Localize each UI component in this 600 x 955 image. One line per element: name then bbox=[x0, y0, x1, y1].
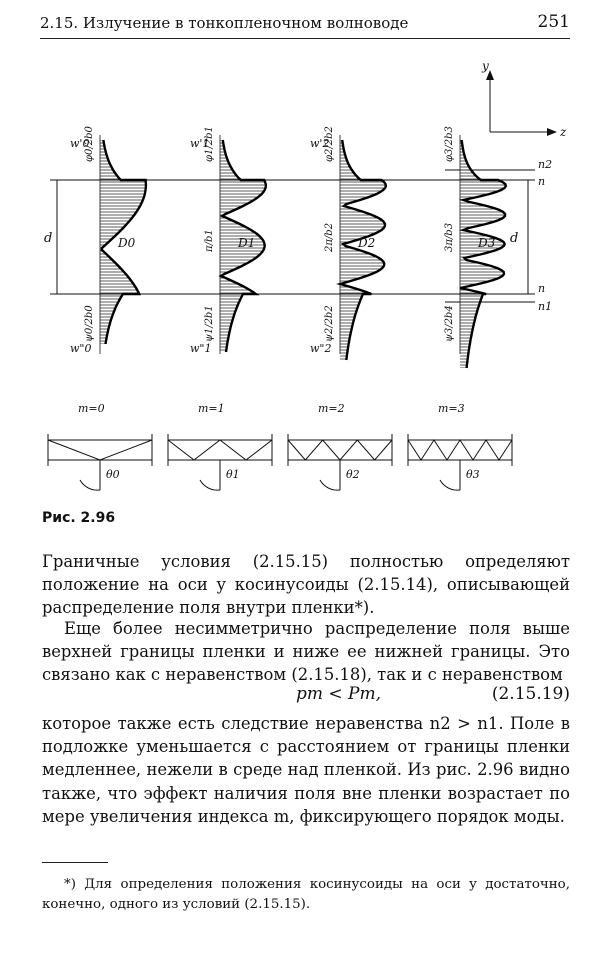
mode-profiles-diagram: y z n2 n n n1 d d φ0/2b0 ψ0/2b0 D0 w'0 w"0 m=0 θ0 φ1/2b… bbox=[44, 59, 567, 491]
y-axis-label: y bbox=[481, 59, 489, 73]
mode-3-D-label: D3 bbox=[477, 236, 496, 250]
mode-2-phase-bot-label: ψ2/2b2 bbox=[324, 305, 335, 342]
mode-0-phase-bot-label: ψ0/2b0 bbox=[84, 305, 95, 342]
mode-0-angle-arc bbox=[79, 479, 101, 491]
mode-1-w-bot-label: w"1 bbox=[190, 342, 211, 355]
mode-3-hatch bbox=[460, 140, 506, 368]
mode-2-phase-top-label: φ2/2b2 bbox=[324, 126, 335, 162]
equation-number: (2.15.19) bbox=[491, 684, 570, 704]
n-label: n bbox=[538, 175, 545, 188]
equation-2-15-19: pm < Pm, (2.15.19) bbox=[42, 684, 570, 710]
footnote: *) Для определения положения косинусоиды… bbox=[42, 877, 570, 912]
mode-1-ray bbox=[167, 439, 273, 461]
paragraph-3: которое также есть следствие неравенства… bbox=[42, 714, 570, 826]
mode-1-m-label: m=1 bbox=[198, 402, 225, 415]
mode-0-w-top-label: w'0 bbox=[70, 137, 89, 150]
mode-1-angle-arc bbox=[199, 479, 221, 491]
n2-label: n2 bbox=[538, 158, 552, 171]
n-label-bottom: n bbox=[538, 282, 545, 295]
mode-0-theta-label: θ0 bbox=[106, 468, 120, 481]
page-number: 251 bbox=[537, 12, 570, 32]
footnote-rule bbox=[42, 862, 108, 863]
mode-0-group: φ0/2b0 ψ0/2b0 bbox=[47, 126, 153, 491]
mode-3-phase-mid-label: 3π/b3 bbox=[444, 223, 455, 252]
thickness-d-label: d bbox=[510, 231, 518, 246]
mode-3-theta-label: θ3 bbox=[466, 468, 480, 481]
mode-1-hatch bbox=[220, 140, 266, 352]
mode-0-m-label: m=0 bbox=[78, 402, 105, 415]
mode-1-phase-top-label: φ1/2b1 bbox=[204, 126, 215, 162]
mode-1-theta-label: θ1 bbox=[226, 468, 240, 481]
page-header: 2.15. Излучение в тонкопленочном волново… bbox=[40, 12, 570, 39]
mode-2-D-label: D2 bbox=[357, 236, 375, 250]
mode-1-D-label: D1 bbox=[237, 236, 255, 250]
mode-0-D-label: D0 bbox=[117, 236, 136, 250]
figure-2-96: y z n2 n n n1 d d φ0/2b0 ψ0/2b0 D0 w'0 w"0 m=0 θ0 φ1/2b… bbox=[30, 52, 570, 507]
mode-1-w-top-label: w'1 bbox=[190, 137, 209, 150]
equation-formula: pm < Pm, bbox=[296, 684, 382, 704]
mode-2-w-top-label: w'2 bbox=[310, 137, 329, 150]
left-thickness-d-label: d bbox=[44, 231, 52, 246]
mode-2-ray bbox=[287, 439, 393, 461]
mode-2-w-bot-label: w"2 bbox=[310, 342, 331, 355]
figure-caption: Рис. 2.96 bbox=[42, 510, 116, 526]
mode-2-theta-label: θ2 bbox=[346, 468, 360, 481]
mode-1-phase-mid-label: π/b1 bbox=[204, 229, 215, 253]
mode-2-group: φ2/2b2 2π/b2 ψ2/2b2 bbox=[287, 126, 393, 491]
mode-0-ray bbox=[47, 439, 153, 461]
mode-3-phase-top-label: φ3/2b3 bbox=[444, 126, 455, 162]
mode-1-group: φ1/2b1 π/b1 ψ1/2b1 bbox=[167, 126, 273, 491]
mode-0-phase-top-label: φ0/2b0 bbox=[84, 126, 95, 162]
mode-3-group: φ3/2b3 3π/b3 ψ3/2b4 bbox=[407, 126, 513, 491]
n1-label: n1 bbox=[538, 300, 552, 313]
z-axis-label: z bbox=[559, 125, 567, 139]
mode-3-phase-bot-label: ψ3/2b4 bbox=[444, 305, 455, 342]
mode-0-w-bot-label: w"0 bbox=[70, 342, 91, 355]
mode-1-profile bbox=[218, 139, 268, 353]
mode-0-profile bbox=[100, 139, 148, 345]
mode-2-angle-arc bbox=[319, 479, 341, 491]
mode-2-phase-mid-label: 2π/b2 bbox=[324, 223, 335, 253]
z-axis-arrow bbox=[547, 128, 557, 136]
paragraph-1: Граничные условия (2.15.15) полностью оп… bbox=[42, 552, 570, 618]
mode-2-profile bbox=[336, 139, 388, 361]
mode-3-angle-arc bbox=[439, 479, 461, 491]
mode-1-phase-bot-label: ψ1/2b1 bbox=[204, 305, 215, 342]
mode-3-profile bbox=[458, 139, 508, 369]
mode-3-m-label: m=3 bbox=[438, 402, 465, 415]
section-title: 2.15. Излучение в тонкопленочном волново… bbox=[40, 14, 409, 32]
paragraph-2: Еще более несимметрично распределение по… bbox=[42, 619, 570, 685]
mode-3-ray bbox=[407, 439, 513, 461]
mode-2-m-label: m=2 bbox=[318, 402, 345, 415]
y-axis-arrow bbox=[486, 70, 494, 80]
mode-2-hatch bbox=[340, 140, 386, 360]
